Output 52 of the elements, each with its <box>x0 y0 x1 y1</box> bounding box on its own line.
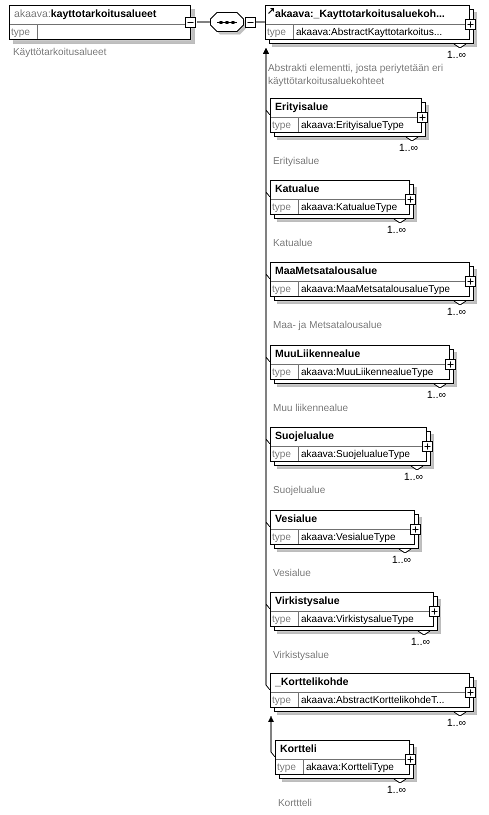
element-name: Kortteli <box>280 742 317 757</box>
multiplicity-label: 1..∞ <box>398 142 418 154</box>
multiplicity-label: 1..∞ <box>446 49 466 61</box>
element-name: Erityisalue <box>275 100 328 115</box>
type-name: akaava:KortteliType <box>306 761 394 775</box>
multiplicity-label: 1..∞ <box>446 306 466 318</box>
annotation-text: Maa- ja Metsatalousalue <box>273 319 383 332</box>
type-name: akaava:KatualueType <box>301 201 398 215</box>
type-label: type <box>272 448 291 462</box>
multiplicity-label: 1..∞ <box>446 717 466 729</box>
annotation-text: Suojelualue <box>273 484 326 497</box>
multiplicity-label: 1..∞ <box>392 554 411 566</box>
type-name: akaava:VirkistysalueType <box>301 613 414 627</box>
type-label: type <box>272 283 291 297</box>
type-name: akaava:VesialueType <box>301 531 396 545</box>
multiplicity-label: 1..∞ <box>404 471 423 483</box>
element-name: akaava:_Kayttotarkoitusaluekoh... <box>275 7 445 22</box>
element-name: Katualue <box>275 182 320 197</box>
annotation-text: Korttteli <box>278 797 313 810</box>
annotation-text: Käyttötarkoitusalueet <box>13 46 106 59</box>
annotation-text: Virkistysalue <box>273 649 330 662</box>
annotation-text: Katualue <box>273 237 314 250</box>
multiplicity-label: 1..∞ <box>386 224 406 236</box>
element-name: akaava:kayttotarkoitusalueet <box>14 7 156 22</box>
element-name: Vesialue <box>275 512 318 527</box>
element-name: MaaMetsatalousalue <box>275 264 378 279</box>
element-name: _Korttelikohde <box>275 675 349 690</box>
type-label: type <box>272 694 291 708</box>
annotation-text: Abstrakti elementti, josta periytetään eri käyttötarkoitusaluekohteet <box>268 62 444 88</box>
multiplicity-label: 1..∞ <box>386 784 406 796</box>
type-label: type <box>277 761 296 775</box>
type-name: akaava:AbstractKorttelikohdeT... <box>301 694 444 708</box>
annotation-text: Muu liikennealue <box>273 402 350 415</box>
element-name: MuuLiikennealue <box>275 347 360 362</box>
type-label: type <box>272 119 291 133</box>
type-name: akaava:AbstractKayttotarkoitus... <box>296 26 442 40</box>
type-name: akaava:MaaMetsatalousalueType <box>301 283 450 297</box>
type-label: type <box>11 26 30 40</box>
type-name: akaava:ErityisalueType <box>301 119 404 133</box>
type-name: akaava:MuuLiikennealueType <box>301 366 434 380</box>
element-name: Suojelualue <box>275 429 334 444</box>
type-label: type <box>272 613 291 627</box>
multiplicity-label: 1..∞ <box>426 389 446 401</box>
element-name: Virkistysalue <box>275 594 340 609</box>
type-label: type <box>272 531 291 545</box>
annotation-text: Vesialue <box>273 567 312 580</box>
type-label: type <box>272 366 291 380</box>
type-name: akaava:SuojelualueType <box>301 448 410 462</box>
multiplicity-label: 1..∞ <box>410 636 430 648</box>
annotation-text: Erityisalue <box>273 155 320 168</box>
type-label: type <box>267 26 286 40</box>
type-label: type <box>272 201 291 215</box>
